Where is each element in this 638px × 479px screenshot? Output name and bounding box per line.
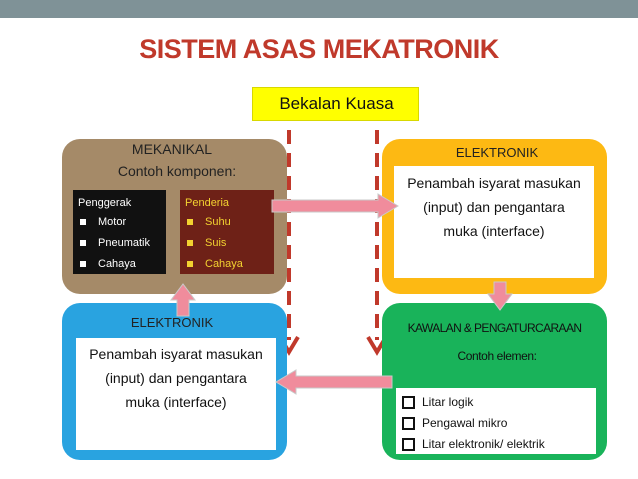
elektronik-bottom-box: ELEKTRONIK Penambah isyarat masukan (inp… [62, 303, 287, 460]
mekanikal-heading: MEKANIKAL [131, 141, 213, 157]
list-item: Suhu [185, 212, 269, 233]
elektronik-bottom-heading: ELEKTRONIK [130, 315, 214, 330]
arrow-left-icon [275, 369, 393, 395]
penggerak-title: Penggerak [78, 197, 132, 209]
elektronik-top-panel: Penambah isyarat masukan (input) dan pen… [394, 166, 594, 278]
list-item: Cahaya [185, 254, 269, 275]
elektronik-top-line-2: (input) dan pengantara [423, 199, 565, 215]
kawalan-box: KAWALAN & PENGATURCARAAN Contoh elemen: … [382, 303, 607, 460]
kawalan-list: Litar logik Pengawal mikro Litar elektro… [400, 392, 592, 455]
elektronik-bottom-line-3: muka (interface) [125, 394, 227, 410]
penggerak-list: Motor Pneumatik Cahaya [78, 212, 161, 275]
penderia-list: Suhu Suis Cahaya [185, 212, 269, 275]
elektronik-top-box: ELEKTRONIK Penambah isyarat masukan (inp… [382, 139, 607, 294]
page-title: SISTEM ASAS MEKATRONIK [139, 34, 499, 64]
mekanikal-subheading: Contoh komponen: [117, 163, 237, 179]
arrow-down-icon [487, 281, 513, 311]
elektronik-bottom-line-1: Penambah isyarat masukan [89, 346, 263, 362]
mekanikal-box: MEKANIKAL Contoh komponen: Penggerak Mot… [62, 139, 287, 294]
list-item: Suis [185, 233, 269, 254]
arrow-up-icon [170, 283, 196, 317]
kawalan-panel: Litar logik Pengawal mikro Litar elektro… [396, 388, 596, 454]
kawalan-subheading: Contoh elemen: [457, 349, 537, 363]
list-item: Pneumatik [78, 233, 161, 254]
penderia-title: Penderia [185, 197, 230, 209]
arrow-right-icon [271, 193, 399, 219]
elektronik-top-line-3: muka (interface) [443, 223, 545, 239]
power-supply-box: Bekalan Kuasa [252, 87, 419, 121]
penggerak-panel: Penggerak Motor Pneumatik Cahaya [73, 190, 166, 274]
list-item: Motor [78, 212, 161, 233]
elektronik-top-heading: ELEKTRONIK [455, 145, 539, 160]
top-bar [0, 0, 638, 18]
list-item: Litar logik [400, 392, 592, 413]
elektronik-bottom-line-2: (input) dan pengantara [105, 370, 247, 386]
power-supply-label: Bekalan Kuasa [279, 94, 394, 113]
list-item: Pengawal mikro [400, 413, 592, 434]
list-item: Litar elektronik/ elektrik [400, 434, 592, 455]
elektronik-bottom-panel: Penambah isyarat masukan (input) dan pen… [76, 338, 276, 450]
elektronik-top-line-1: Penambah isyarat masukan [407, 175, 581, 191]
list-item: Cahaya [78, 254, 161, 275]
penderia-panel: Penderia Suhu Suis Cahaya [180, 190, 274, 274]
kawalan-heading: KAWALAN & PENGATURCARAAN [407, 321, 582, 335]
